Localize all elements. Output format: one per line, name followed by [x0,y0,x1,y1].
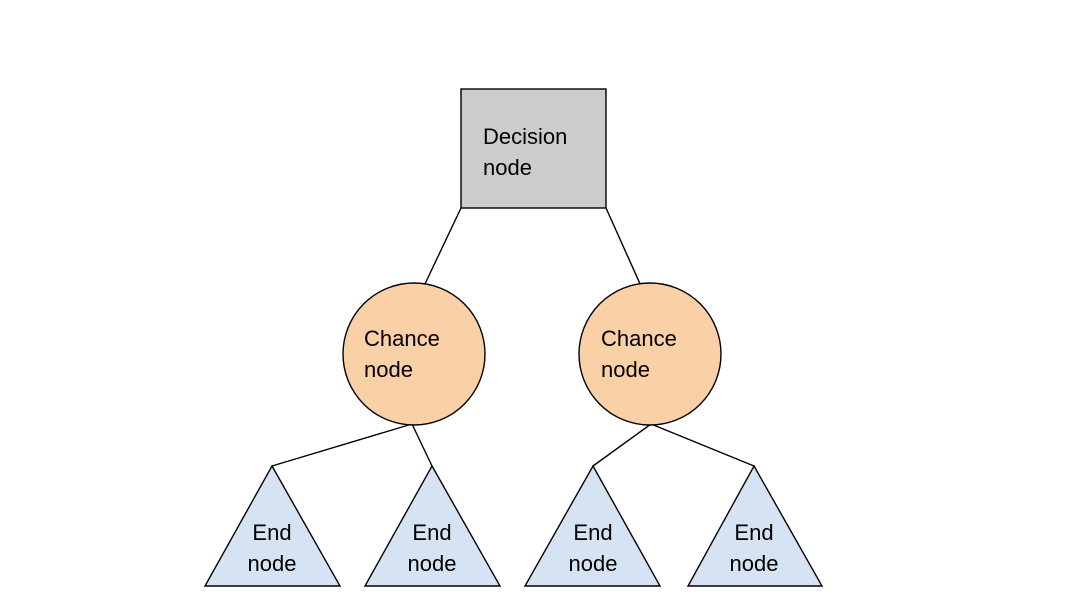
end-node-1-label-line2: node [248,551,297,576]
end-node-1-triangle[interactable] [203,464,342,587]
edge-chance-left-to-end-node-2 [411,423,433,467]
decision-node-label-line1: Decision [483,124,567,149]
end-node-3-label-line2: node [569,551,618,576]
edge-chance-left-to-end-node-1 [271,423,413,467]
end-node-4-triangle[interactable] [686,464,824,587]
end-node-2[interactable]: End node [363,464,502,587]
chance-node-left-label-line2: node [364,357,413,382]
edge-decision-to-chance-left [423,207,462,287]
end-node-4[interactable]: End node [686,464,824,587]
end-node-2-triangle[interactable] [363,464,502,587]
end-node-3[interactable]: End node [523,464,662,587]
chance-node-left-circle[interactable] [342,282,486,426]
edge-group [271,207,755,467]
edge-chance-right-to-end-node-3 [592,423,652,467]
end-node-2-label-line2: node [408,551,457,576]
decision-node-label-line2: node [483,155,532,180]
end-node-4-label-line2: node [730,551,779,576]
chance-node-right-label-line1: Chance [601,326,677,351]
end-node-3-triangle[interactable] [523,464,662,587]
end-node-1-label-line1: End [252,520,291,545]
end-node-2-label-line1: End [412,520,451,545]
chance-node-left[interactable]: Chance node [342,282,486,426]
end-node-1[interactable]: End node [203,464,342,587]
decision-node[interactable]: Decision node [460,88,607,209]
decision-node-rectangle[interactable] [460,88,607,209]
edge-decision-to-chance-right [605,207,642,287]
end-node-3-label-line1: End [573,520,612,545]
edge-chance-right-to-end-node-4 [650,423,755,467]
chance-node-right[interactable]: Chance node [578,282,722,426]
chance-node-right-label-line2: node [601,357,650,382]
chance-node-right-circle[interactable] [578,282,722,426]
end-node-4-label-line1: End [734,520,773,545]
chance-node-left-label-line1: Chance [364,326,440,351]
